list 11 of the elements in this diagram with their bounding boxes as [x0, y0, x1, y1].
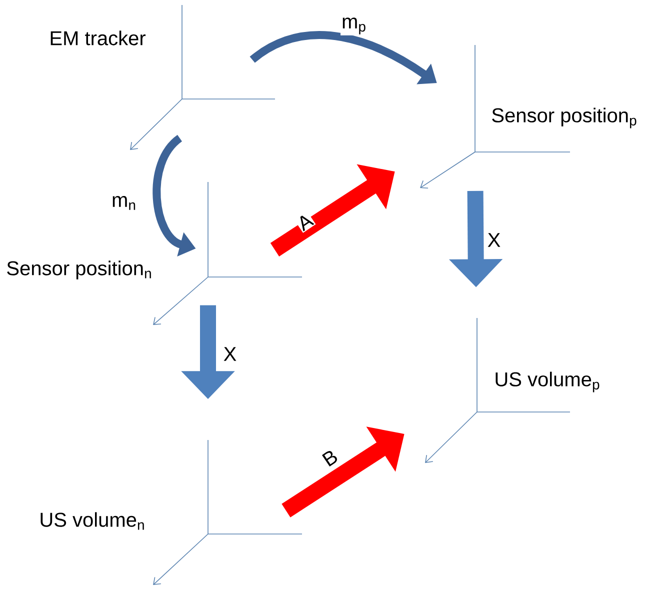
frame-label: US volume$_{n}$ [40, 512, 144, 530]
edge-label: m$_{n}$ [110, 195, 138, 211]
frame-label: EM tracker [50, 30, 146, 46]
edge-label: m$_{p}$ [340, 16, 368, 36]
frame-label: Sensor position$_{p}$ [492, 108, 636, 128]
frame-label: US volume$_{p}$ [496, 372, 600, 392]
edge-label: B [319, 447, 341, 469]
edge-label: X [486, 232, 502, 248]
edge-label: A [294, 211, 316, 233]
frame-label: Sensor position$_{n}$ [7, 260, 151, 280]
edge-label: X [222, 346, 238, 362]
